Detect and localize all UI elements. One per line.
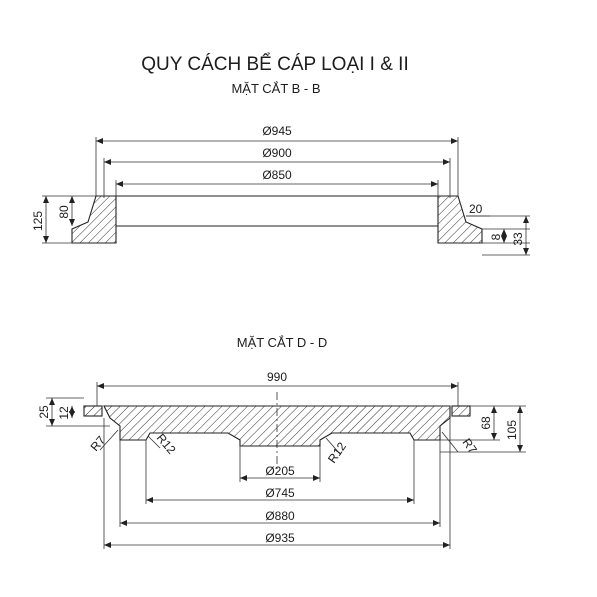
section-dd-label: MẶT CẮT D - D [237,335,328,350]
dd-r7-left-label: R7 [88,433,109,454]
section-bb: Ø945 Ø900 Ø850 125 80 20 8 33 [31,124,530,256]
dd-dim-68-label: 68 [479,416,493,430]
bb-dim-33-label: 33 [511,232,525,246]
dd-right-lug [451,405,471,417]
drawing-title: QUY CÁCH BỂ CÁP LOẠI I & II [141,53,409,75]
bb-dim-900-label: Ø900 [262,146,292,160]
dd-r12-left-label: R12 [154,431,179,457]
bb-dim-8-label: 8 [489,233,503,240]
section-bb-label: MẶT CẮT B - B [231,81,320,96]
dd-leader-r7-left [99,429,119,451]
section-dd: 990 25 12 68 105 R7 R12 R12 R7 Ø205 [37,370,526,549]
dd-dim-205-label: Ø205 [265,464,295,478]
bb-dim-80-label: 80 [57,205,71,219]
bb-dim-20-label: 20 [469,202,483,216]
dd-dim-990-label: 990 [267,370,287,384]
bb-dim-125-label: 125 [31,211,45,231]
dd-dim-12-label: 12 [57,406,71,420]
dd-dim-745-label: Ø745 [265,486,295,500]
dd-left-lug [83,405,103,417]
dd-r7-right-label: R7 [460,436,480,457]
dd-r12-right-label: R12 [325,439,349,465]
dd-leader-r12-right [325,437,341,455]
dd-dim-880-label: Ø880 [265,509,295,523]
dd-dim-935-label: Ø935 [265,531,295,545]
dd-leader-r12-left [147,435,161,449]
bb-dim-945-label: Ø945 [262,124,292,138]
bb-left-profile [71,195,117,244]
bb-dim-850-label: Ø850 [262,168,292,182]
dd-dim-25-label: 25 [37,405,51,419]
dd-dim-105-label: 105 [505,420,519,440]
